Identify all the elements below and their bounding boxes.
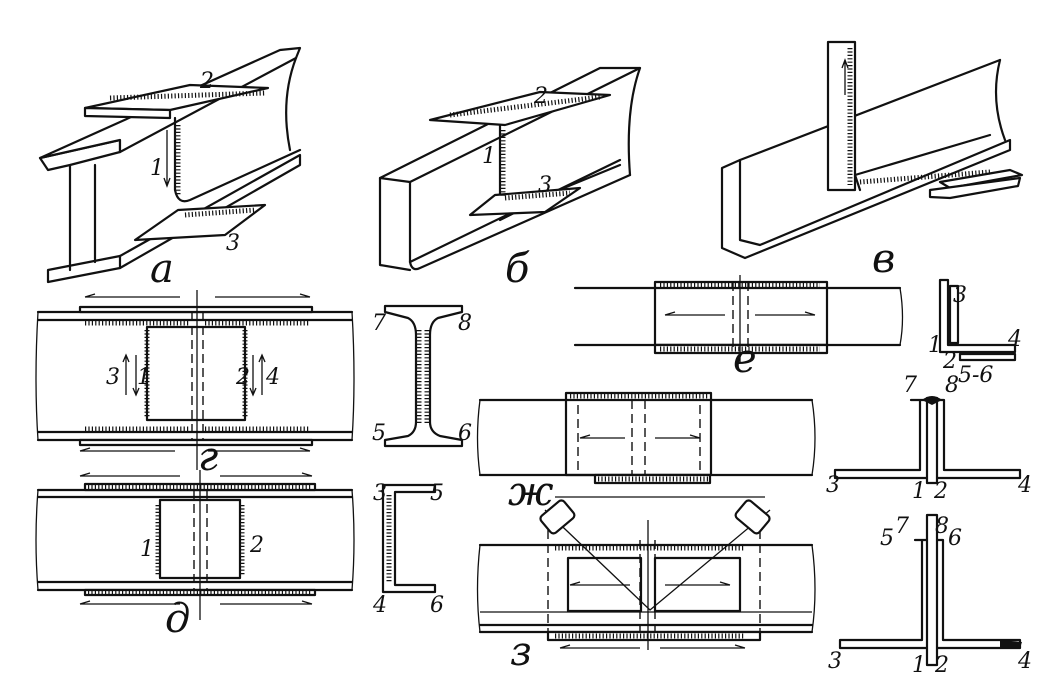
label-channel-4: 4 [372,593,387,618]
tee-section-drawing-zh: 7 8 3 1 2 4 [826,373,1032,504]
label-angle-4: 4 [1007,327,1022,352]
i-section-drawing: 7 8 5 6 [372,304,472,448]
label-g-2: 2 [235,365,250,390]
label-section-i-6: 6 [458,421,472,446]
label-tee-zh-8: 8 [945,373,959,398]
double-angle-splice-view: ж [476,391,816,515]
tee-section-drawing-z: 5 7 8 6 3 1 2 4 [828,513,1032,678]
i-beam-splice-view: 3 1 2 4 г [35,290,355,480]
i-beam-isometric: 2 1 3 а [38,46,302,292]
label-d-1: 1 [140,537,154,562]
angle-isometric: в [720,40,1024,282]
label-channel-3: 3 [373,481,387,506]
figure-label-v: в [872,236,895,282]
label-a-3: 3 [226,231,240,256]
electrode-splice-view: з [476,496,816,675]
figure-label-z: з [510,629,532,675]
figure-label-b: б [505,246,530,292]
angle-section-drawing: 3 1 4 2 5-6 [928,278,1022,388]
label-channel-5: 5 [430,481,444,506]
label-tee-zh-3: 3 [826,473,840,498]
channel-isometric: 2 1 3 б [378,66,642,292]
label-section-i-8: 8 [458,311,472,336]
label-angle-5-6: 5-6 [958,363,993,388]
figure-label-a: а [150,246,174,292]
label-angle-1: 1 [928,333,942,358]
label-section-i-5: 5 [372,421,386,446]
label-angle-3: 3 [953,283,967,308]
figure-label-g: г [198,434,218,480]
label-b-1: 1 [482,144,496,169]
label-g-4: 4 [265,365,280,390]
label-d-2: 2 [249,533,264,558]
label-tee-zh-7: 7 [903,373,917,398]
label-g-1: 1 [137,365,151,390]
label-tee-z-1: 1 [912,653,926,678]
label-tee-z-8: 8 [935,514,949,539]
channel-splice-view: 1 2 д [35,470,355,642]
label-channel-6: 6 [430,593,444,618]
label-tee-zh-2: 2 [933,479,948,504]
label-section-i-7: 7 [372,311,386,336]
label-tee-zh-4: 4 [1017,473,1032,498]
label-b-2: 2 [533,84,548,109]
label-tee-z-7: 7 [895,514,909,539]
figure-label-zh: ж [508,469,554,515]
label-g-3: 3 [106,365,120,390]
label-tee-z-4: 4 [1017,649,1032,674]
label-tee-z-3: 3 [828,649,842,674]
angle-splice-view: е [573,275,904,382]
figure-label-d: д [165,596,190,642]
label-a-1: 1 [150,156,164,181]
label-angle-2: 2 [942,349,957,374]
label-tee-z-6: 6 [948,526,962,551]
label-tee-z-5: 5 [880,526,894,551]
label-b-3: 3 [538,173,552,198]
label-tee-z-2: 2 [934,653,949,678]
label-tee-zh-1: 1 [912,479,926,504]
channel-section-drawing: 3 5 4 6 [372,481,444,618]
label-a-2: 2 [199,69,214,94]
figure-label-e: е [733,336,757,382]
